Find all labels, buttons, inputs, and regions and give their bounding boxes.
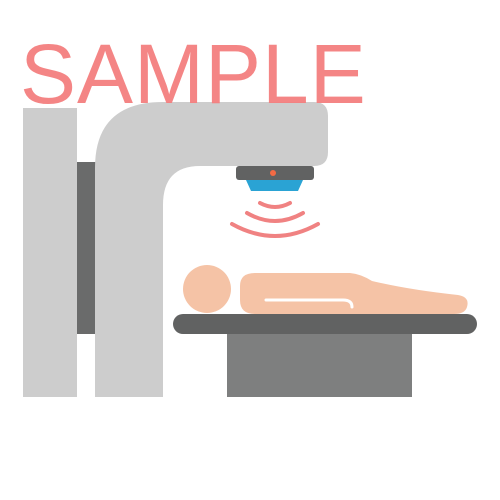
beam-head bbox=[246, 180, 303, 191]
treatment-table-base bbox=[227, 334, 412, 397]
patient-arm bbox=[264, 298, 354, 309]
patient-icon bbox=[183, 265, 468, 314]
patient-body bbox=[240, 273, 468, 314]
radiation-waves-icon bbox=[230, 201, 320, 238]
machine-left-pillar bbox=[23, 108, 77, 397]
treatment-table-top bbox=[173, 314, 477, 334]
machine-gantry-arm bbox=[95, 102, 328, 397]
patient-head bbox=[183, 265, 231, 313]
beam-indicator-icon bbox=[270, 170, 276, 176]
